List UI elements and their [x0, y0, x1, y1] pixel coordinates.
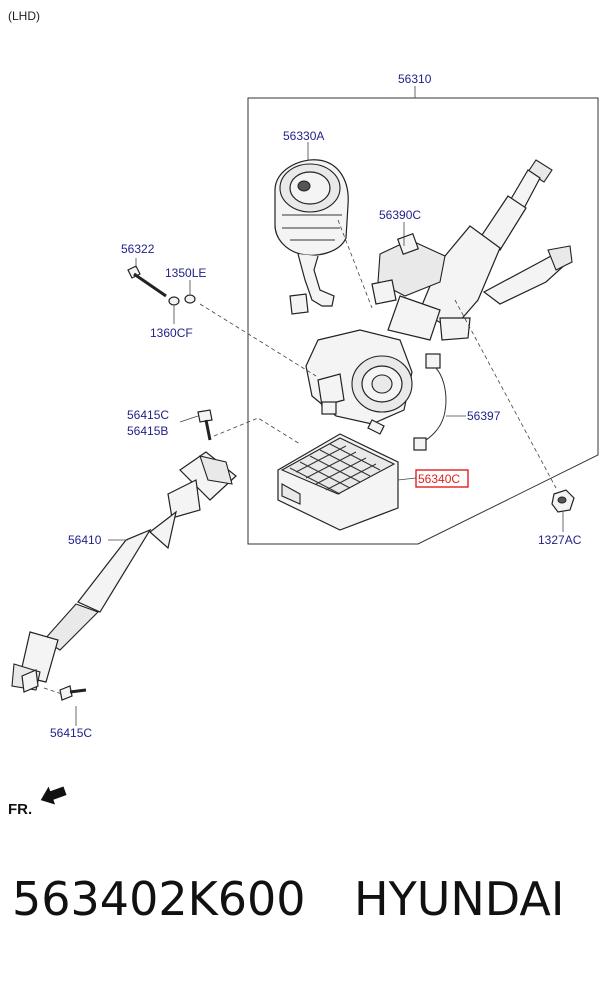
ecu-module[interactable]	[277, 433, 399, 531]
label-56310: 56310	[398, 72, 432, 86]
front-arrow-icon	[40, 786, 67, 805]
motor-part[interactable]	[274, 159, 349, 315]
bolt-56322[interactable]	[127, 265, 167, 298]
label-56322: 56322	[121, 242, 155, 256]
footer: 563402K600 HYUNDAI	[10, 872, 590, 952]
label-56415c-upper: 56415C	[127, 408, 169, 422]
part-number: 563402K600	[12, 872, 306, 926]
label-56415c-lower: 56415C	[50, 726, 92, 740]
label-56397: 56397	[467, 409, 501, 423]
gear-housing[interactable]	[305, 329, 413, 435]
column-assembly[interactable]	[371, 159, 573, 341]
ecu-highlight-box	[415, 469, 469, 488]
washer-1350le[interactable]	[184, 294, 196, 304]
joint-bolt[interactable]	[197, 409, 213, 441]
front-direction-label: FR.	[8, 801, 32, 818]
label-56330a: 56330A	[283, 129, 324, 143]
nut-1327ac[interactable]	[551, 489, 575, 513]
label-56410: 56410	[68, 533, 102, 547]
intermediate-shaft[interactable]	[11, 451, 237, 693]
label-56390c: 56390C	[379, 208, 421, 222]
steering-column-diagram: (LHD)	[8, 9, 599, 818]
label-1350le: 1350LE	[165, 266, 206, 280]
brand-name: HYUNDAI	[354, 872, 565, 926]
label-1327ac: 1327AC	[538, 533, 582, 547]
label-56415b: 56415B	[127, 424, 168, 438]
assembly-boundary	[247, 97, 599, 545]
label-56340c[interactable]: 56340C	[418, 472, 460, 486]
variant-note: (LHD)	[8, 9, 40, 23]
washer-1360cf[interactable]	[168, 296, 180, 306]
wiring-harness[interactable]	[413, 353, 447, 451]
label-1360cf: 1360CF	[150, 326, 193, 340]
lower-bolt[interactable]	[59, 685, 87, 701]
